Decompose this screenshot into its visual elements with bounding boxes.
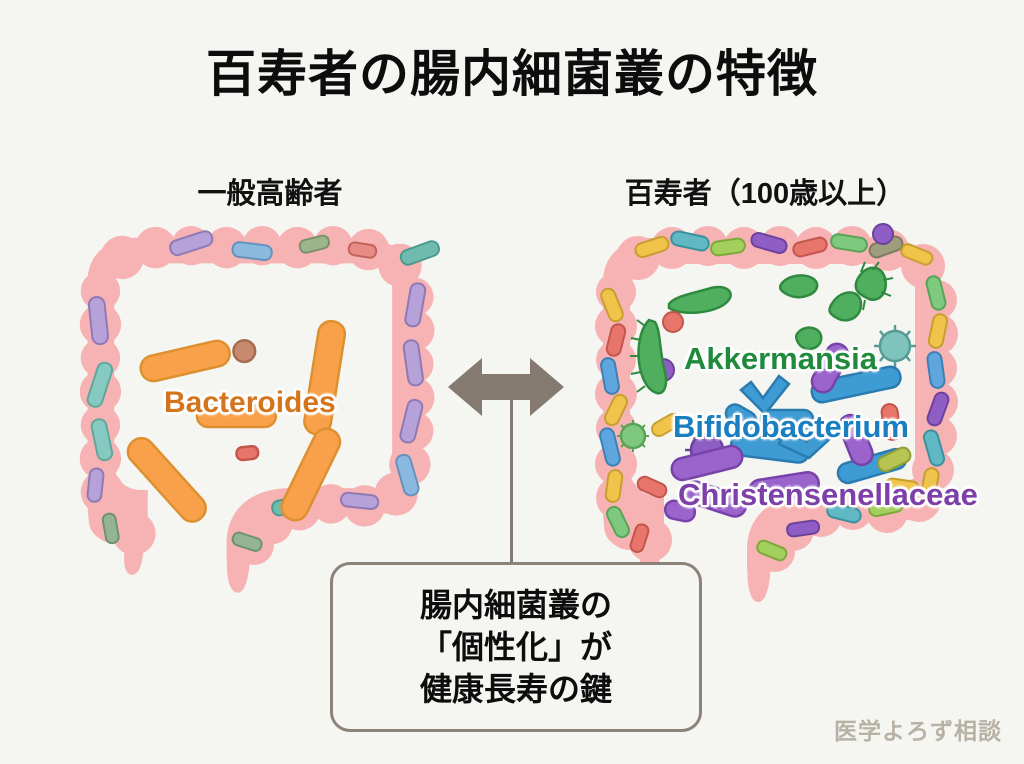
bacteria-in-lumen-right: [617, 261, 920, 523]
watermark: 医学よろず相談: [834, 718, 1002, 744]
panel-caption-centenarian: 百寿者（100歳以上）: [624, 178, 906, 210]
colon-svg-left: [79, 225, 440, 593]
key-message-callout: 腸内細菌叢の 「個性化」が 健康長寿の鍵: [330, 562, 702, 732]
panel-caption-general-elderly: 一般高齢者: [197, 178, 343, 210]
bacteria-in-wall-right: [599, 223, 950, 562]
double-headed-arrow: [446, 352, 566, 422]
callout-line-1: 腸内細菌叢の: [419, 586, 612, 623]
double-headed-arrow-icon: [448, 358, 564, 416]
colon-svg-right: [595, 223, 958, 603]
bacteroides-rods: [126, 319, 347, 523]
page-title: 百寿者の腸内細菌叢の特徴: [206, 46, 818, 102]
callout-line-3: 健康長寿の鍵: [419, 671, 612, 708]
colon-illustration-centenarian: [565, 222, 1005, 603]
callout-connector-line: [510, 396, 513, 570]
callout-line-2: 「個性化」が: [419, 628, 612, 665]
colon-illustration-general-elderly: [50, 222, 480, 593]
